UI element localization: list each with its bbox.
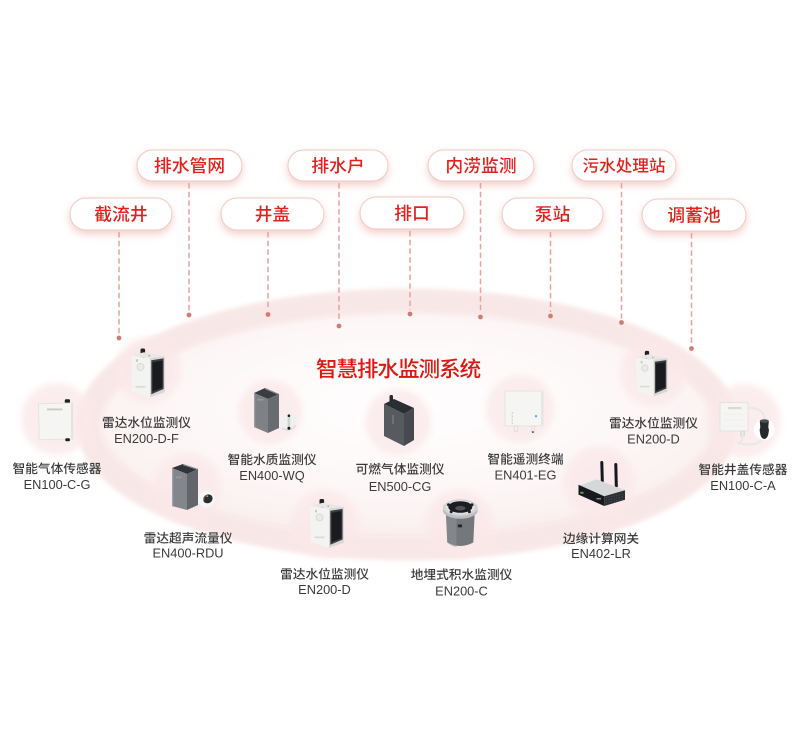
svg-text:EN100-C-A: EN100-C-A [710, 478, 776, 493]
svg-text:EN100-C-G: EN100-C-G [24, 477, 91, 492]
svg-text:EN400-WQ: EN400-WQ [239, 468, 304, 483]
svg-text:EN402-LR: EN402-LR [571, 546, 631, 561]
svg-text:EN200-D-F: EN200-D-F [114, 431, 179, 446]
svg-text:EN200-D: EN200-D [627, 432, 680, 447]
svg-text:EN500-CG: EN500-CG [369, 479, 432, 494]
svg-text:EN200-C: EN200-C [435, 584, 488, 599]
svg-text:EN400-RDU: EN400-RDU [152, 546, 223, 561]
svg-text:EN200-D: EN200-D [298, 582, 351, 597]
svg-text:EN401-EG: EN401-EG [495, 468, 557, 483]
